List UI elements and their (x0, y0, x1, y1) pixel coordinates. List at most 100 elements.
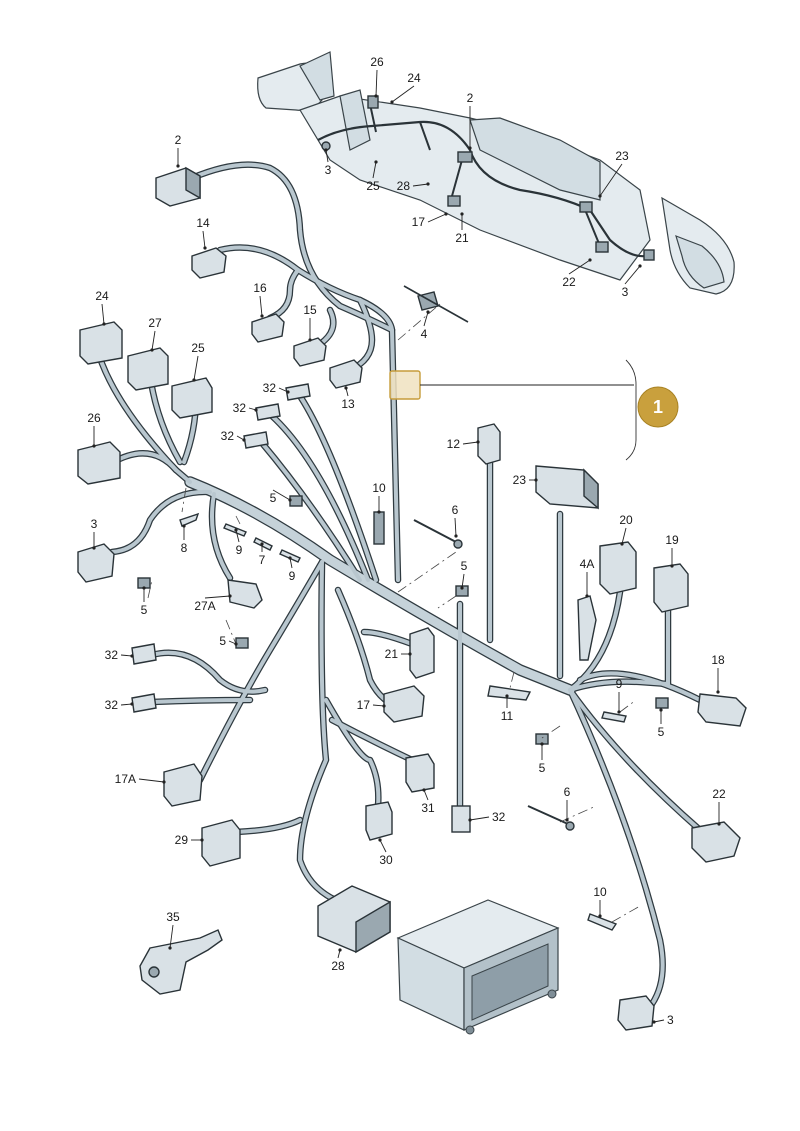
callout-leader-line (101, 303, 105, 325)
callout-label: 32 (105, 648, 119, 662)
connectors (77, 166, 747, 1031)
highlight-bracket (625, 359, 637, 461)
callout-label: 22 (712, 787, 726, 801)
dashboard-inset (257, 51, 735, 295)
callout-leader-dot (92, 444, 96, 448)
callout-label: 26 (87, 411, 101, 425)
callout-leader-dot (468, 818, 472, 822)
callout-label: 20 (619, 513, 633, 527)
callout-leader-dot (505, 694, 509, 698)
callout-label: 10 (593, 885, 607, 899)
callout-label: 21 (455, 231, 469, 245)
callout-leader-dot (338, 948, 342, 952)
callout-leader-dot (102, 322, 106, 326)
callout-leader-dot (565, 818, 569, 822)
callout-label: 2 (467, 91, 474, 105)
callout-label: 11 (501, 709, 514, 723)
callout-label: 30 (379, 853, 393, 867)
callout-label: 32 (233, 401, 247, 415)
callout-label: 32 (492, 810, 506, 824)
callout-label: 5 (219, 634, 226, 648)
callout-leader-dot (324, 148, 328, 152)
item-number-badge (637, 386, 679, 428)
callout-label: 3 (667, 1013, 674, 1027)
callout-leader-dot (382, 704, 386, 708)
callout-leader-dot (540, 742, 544, 746)
callout-leader-dot (476, 440, 480, 444)
callout-leader-dot (598, 194, 602, 198)
callout-leader-line (391, 85, 415, 103)
callout-leader-dot (92, 546, 96, 550)
callout-leader-line (169, 924, 174, 949)
highlighted-part-marker (389, 370, 421, 400)
callout-leader-dot (638, 264, 642, 268)
callout-leader-line (372, 704, 385, 707)
callout-leader-dot (390, 100, 394, 104)
callout-leader-dot (288, 498, 292, 502)
callout-leader-dot (260, 542, 264, 546)
callout-leader-dot (659, 708, 663, 712)
callout-leader-dot (200, 838, 204, 842)
callout-label: 4 (421, 327, 428, 341)
callout-leader-line (621, 527, 627, 545)
callout-leader-dot (377, 510, 381, 514)
callout-leader-line (193, 355, 199, 381)
callout-leader-dot (142, 586, 146, 590)
callout-label: 32 (221, 429, 235, 443)
callout-leader-dot (617, 710, 621, 714)
callout-label: 18 (711, 653, 725, 667)
callout-label: 35 (166, 910, 180, 924)
callout-leader-dot (717, 822, 721, 826)
callout-leader-dot (620, 542, 624, 546)
callout-leader-dot (234, 528, 238, 532)
callout-leader-dot (534, 478, 538, 482)
callout-leader-line (372, 161, 377, 179)
callout-label: 3 (622, 285, 629, 299)
callout-leader-dot (150, 348, 154, 352)
callout-leader-line (423, 789, 429, 801)
callout-leader-line (423, 311, 429, 327)
callout-leader-dot (203, 246, 207, 250)
callout-leader-dot (192, 378, 196, 382)
callout-leader-dot (242, 438, 246, 442)
callout-leader-dot (130, 702, 134, 706)
callout-leader-line (379, 839, 387, 853)
callout-label: 6 (452, 503, 459, 517)
callout-label: 28 (331, 959, 345, 973)
callout-leader-line (259, 295, 263, 317)
callout-leader-line (461, 573, 465, 589)
callout-leader-dot (426, 310, 430, 314)
callout-label: 15 (303, 303, 317, 317)
callout-label: 21 (385, 647, 399, 661)
callout-leader-dot (374, 94, 378, 98)
callout-label: 14 (196, 216, 210, 230)
callout-label: 26 (370, 55, 384, 69)
callout-leader-line (375, 69, 378, 97)
callout-label: 19 (665, 533, 679, 547)
callout-leader-dot (454, 534, 458, 538)
callout-leader-line (599, 163, 623, 197)
callout-leader-dot (444, 212, 448, 216)
callout-label: 3 (325, 163, 332, 177)
callout-label: 10 (372, 481, 386, 495)
callout-leader-dot (716, 690, 720, 694)
callout-leader-dot (408, 652, 412, 656)
callout-label: 32 (263, 381, 277, 395)
callout-leader-line (138, 778, 165, 783)
callout-leader-dot (374, 160, 378, 164)
callout-label: 2 (175, 133, 182, 147)
callout-leader-line (235, 529, 240, 543)
callout-leader-line (272, 489, 291, 501)
callout-label: 9 (616, 677, 623, 691)
callout-label: 5 (461, 559, 468, 573)
callout-label: 24 (407, 71, 421, 85)
callout-label: 5 (658, 725, 665, 739)
callout-label: 27 (148, 316, 162, 330)
callout-leader-dot (228, 594, 232, 598)
callout-leader-dot (286, 390, 290, 394)
callout-leader-dot (260, 314, 264, 318)
callout-leader-line (568, 259, 591, 275)
callout-label: 25 (366, 179, 380, 193)
callout-label: 6 (564, 785, 571, 799)
callout-label: 8 (181, 541, 188, 555)
